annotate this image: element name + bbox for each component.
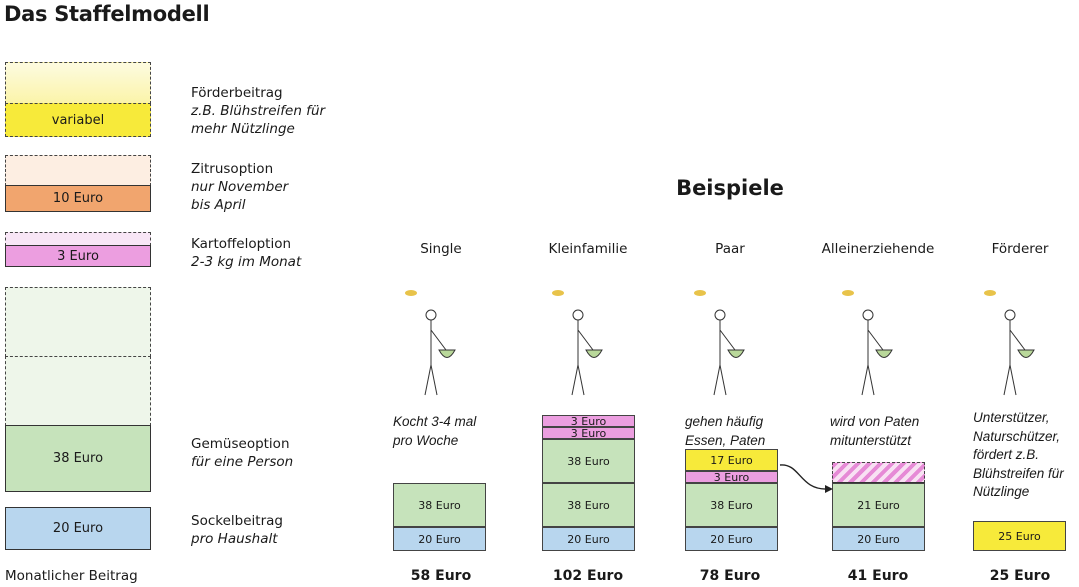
stack-segment-green: 38 Euro — [542, 483, 635, 527]
box-label: 3 Euro — [57, 248, 99, 264]
example-total: 25 Euro — [989, 568, 1051, 584]
stack-segment-pink: 3 Euro — [685, 471, 778, 484]
example-name: Single — [420, 241, 462, 257]
example-total: 41 Euro — [847, 568, 909, 584]
box-label: variabel — [51, 112, 105, 128]
stack-segment-pink: 3 Euro — [542, 415, 635, 428]
legend-name: Gemüseoption — [191, 436, 290, 452]
description-line: Unterstützer, — [973, 410, 1050, 425]
stack-segment-yellow: 17 Euro — [685, 449, 778, 471]
examples-title: Beispiele — [676, 176, 784, 200]
box-label: 38 Euro — [52, 451, 104, 466]
description-line: Blühstreifen für — [973, 465, 1064, 481]
stack-segment-green: 38 Euro — [542, 439, 635, 483]
description-line: mitunterstützt — [830, 432, 912, 448]
description-line: Kocht 3-4 mal — [393, 414, 477, 429]
example-total: 58 Euro — [410, 568, 472, 584]
description-line: fördert z.B. — [973, 447, 1040, 462]
arrow-icon — [779, 464, 833, 493]
people-illustration-icon — [984, 290, 1035, 396]
legend-note: für eine Person — [191, 454, 294, 470]
people-illustration-icon — [694, 290, 745, 396]
stack-segment-pink: 3 Euro — [542, 427, 635, 440]
box-label: 10 Euro — [52, 191, 104, 206]
stack-segment-blue: 20 Euro — [832, 527, 925, 551]
foerderbeitrag-box: variabel — [5, 103, 151, 137]
gemuese-optional-area-2 — [5, 356, 151, 426]
legend-note: bis April — [191, 197, 246, 213]
stack-segment-blue: 20 Euro — [393, 527, 486, 551]
example-description: wird von Paten mitunterstützt — [830, 413, 919, 450]
kartoffel-box: 3 Euro — [5, 245, 151, 267]
people-illustration-icon — [405, 290, 456, 396]
legend-name: Zitrusoption — [191, 161, 274, 177]
stack-segment-green: 21 Euro — [832, 483, 925, 527]
example-description: Unterstützer, Naturschützer, fördert z.B. B… — [973, 409, 1064, 502]
legend-note: mehr Nützlinge — [191, 121, 295, 137]
legend-note: 2-3 kg im Monat — [191, 254, 302, 270]
box-label: 20 Euro — [52, 521, 104, 536]
example-name: Paar — [715, 241, 745, 257]
legend-kartoffel: Kartoffeloption 2-3 kg im Monat — [191, 235, 301, 271]
stack-segment-blue: 20 Euro — [685, 527, 778, 551]
sockel-box: 20 Euro — [5, 507, 151, 550]
zitrus-optional-area — [5, 155, 151, 186]
example-total: 102 Euro — [552, 568, 624, 584]
footer-label: Monatlicher Beitrag — [5, 568, 138, 584]
example-name: Förderer — [991, 241, 1049, 257]
stack-segment-hatch — [832, 462, 925, 483]
gemuese-optional-area-1 — [5, 287, 151, 357]
zitrus-box: 10 Euro — [5, 185, 151, 212]
description-line: Essen, Paten — [685, 432, 766, 448]
legend-note: nur November — [191, 179, 289, 195]
people-illustration-icon — [552, 290, 603, 396]
stack-segment-green: 38 Euro — [393, 483, 486, 527]
legend-zitrus: Zitrusoption nur November bis April — [191, 160, 288, 214]
stack-segment-yellow: 25 Euro — [973, 521, 1066, 551]
stack-segment-green: 38 Euro — [685, 483, 778, 527]
foerderbeitrag-optional-area — [5, 62, 151, 104]
example-name: Kleinfamilie — [548, 241, 628, 257]
legend-name: Kartoffeloption — [191, 236, 292, 252]
kartoffel-optional-area — [5, 232, 151, 246]
legend-note: z.B. Blühstreifen für — [191, 103, 326, 119]
gemuese-box: 38 Euro — [5, 425, 151, 492]
stack-segment-blue: 20 Euro — [542, 527, 635, 551]
legend-gemuese: Gemüseoption für eine Person — [191, 435, 293, 471]
description-line: wird von Paten — [830, 414, 920, 429]
people-illustration-icon — [842, 290, 893, 396]
example-name: Alleinerziehende — [821, 241, 935, 257]
description-line: Nützlinge — [973, 484, 1030, 499]
description-line: pro Woche — [393, 432, 459, 448]
legend-name: Förderbeitrag — [191, 85, 283, 101]
legend-note: pro Haushalt — [191, 531, 278, 547]
page-title: Das Staffelmodell — [4, 2, 210, 26]
description-line: gehen häufig — [685, 414, 764, 429]
legend-name: Sockelbeitrag — [191, 513, 283, 529]
example-total: 78 Euro — [699, 568, 761, 584]
description-line: Naturschützer, — [973, 428, 1061, 444]
example-description: Kocht 3-4 mal pro Woche — [393, 413, 476, 450]
legend-sockel: Sockelbeitrag pro Haushalt — [191, 512, 283, 548]
legend-foerderbeitrag: Förderbeitrag z.B. Blühstreifen für mehr… — [191, 84, 325, 138]
